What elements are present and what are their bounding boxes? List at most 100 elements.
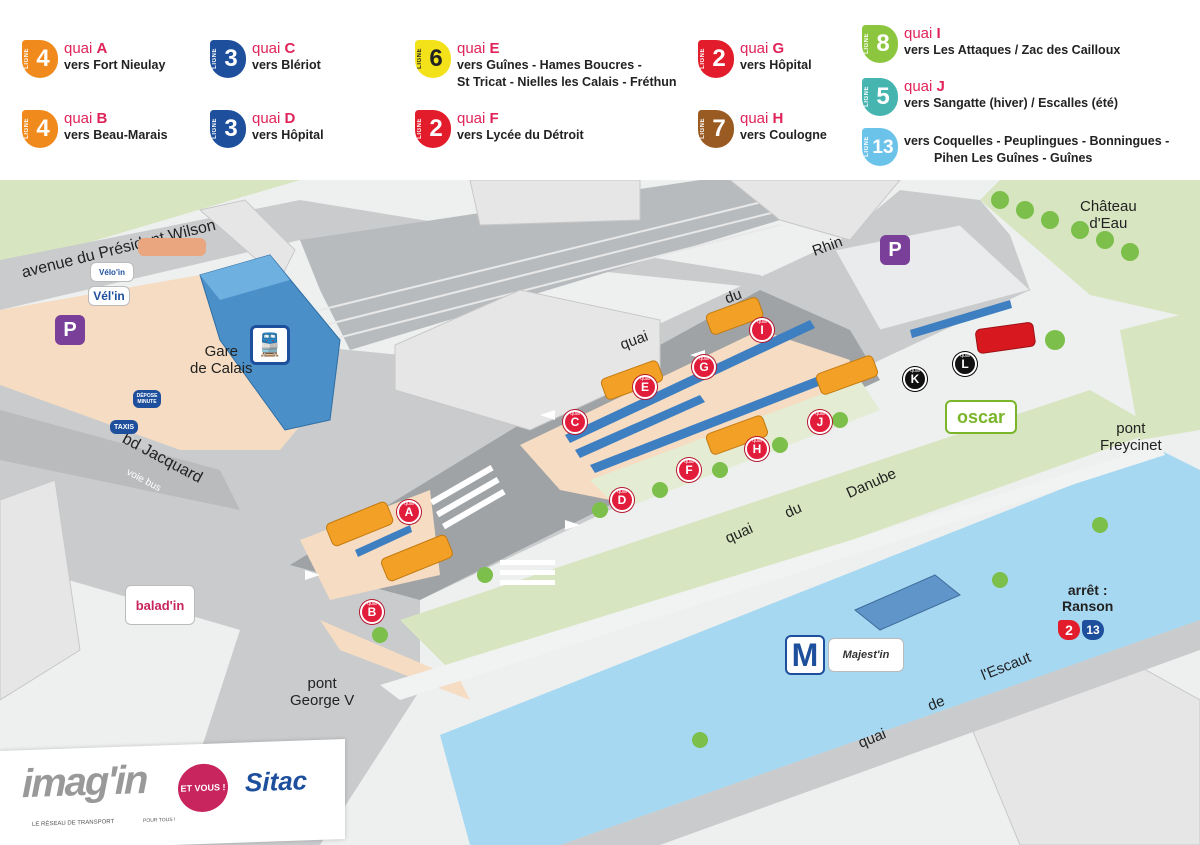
line-badge-prefix: LIGNE <box>864 136 870 157</box>
legend-destination: vers Hôpital <box>740 58 812 72</box>
quai-pin-g-letter: G <box>699 360 709 374</box>
train-station-icon: 🚆 <box>250 325 290 365</box>
line-badge-prefix: LIGNE <box>24 48 30 69</box>
legend-quai-letter: I <box>936 25 941 42</box>
legend-quai-letter: B <box>96 110 108 127</box>
quai-pin-e-label: quai <box>640 376 650 382</box>
parking-sign-right: P <box>880 235 910 265</box>
legend-quai-prefix: quai <box>252 40 285 57</box>
velo-box-logo: Vélo'in <box>90 262 134 282</box>
line-badge-number: 2 <box>712 45 726 72</box>
quai-pin-c-letter: C <box>570 415 580 429</box>
legend-quai-label: quai H <box>740 110 827 127</box>
boat <box>854 574 961 631</box>
legend-destination: vers Lycée du Détroit <box>457 128 584 142</box>
quai-pin-b-label: quai <box>367 601 377 607</box>
sitac-logo: Sitac <box>245 765 308 798</box>
legend-quai-letter: F <box>489 110 499 127</box>
legend-destination: vers Les Attaques / Zac des Cailloux <box>904 43 1121 57</box>
et-vous-badge: ET VOUS ! <box>178 763 228 813</box>
legend-destination: Pihen Les Guînes - Guînes <box>934 151 1093 165</box>
line-badge-number: 7 <box>712 115 726 142</box>
depose-minute-sign: DÉPOSE MINUTE <box>133 390 161 408</box>
line-badge-number: 4 <box>36 115 50 142</box>
legend-destination: vers Fort Nieulay <box>64 58 166 72</box>
place-freycinet-line1: pont <box>1116 420 1146 437</box>
station-roof <box>200 255 290 300</box>
legend-quai-label: quai B <box>64 110 168 127</box>
metro-logo: M <box>785 635 825 675</box>
legend-quai-prefix: quai <box>64 110 97 127</box>
line-badge-prefix: LIGNE <box>864 33 870 54</box>
line-badge-prefix: LIGNE <box>212 118 218 139</box>
quai-pin-i-letter: I <box>760 323 764 337</box>
building <box>0 479 81 701</box>
place-gare-line1: Gare <box>204 343 238 360</box>
quai-pin-d-letter: D <box>617 493 627 507</box>
platform-center <box>520 330 850 500</box>
quai-pin-h-label: quai <box>752 438 762 444</box>
line-badge-prefix: LIGNE <box>24 118 30 139</box>
line-badge: LIGNE 4 <box>22 110 58 148</box>
line-badge-prefix: LIGNE <box>212 48 218 69</box>
rail-tracks <box>319 199 781 341</box>
line-badge-number: 2 <box>429 115 443 142</box>
legend-quai-label: quai D <box>252 110 324 127</box>
place-chateau-line1: Château <box>1080 198 1137 215</box>
green-area <box>1120 310 1200 440</box>
place-gare-de-calais: Gare de Calais <box>190 343 253 377</box>
line-badge-prefix: LIGNE <box>700 48 706 69</box>
green-area <box>980 180 1200 320</box>
legend-quai-prefix: quai <box>904 78 937 95</box>
legend-quai-letter: A <box>96 40 108 57</box>
place-chateau-line2: d'Eau <box>1089 215 1128 232</box>
place-freycinet-line2: Freycinet <box>1100 437 1162 454</box>
quai-pin-k-label: quai <box>910 368 920 374</box>
place-gare-line2: de Calais <box>190 360 253 377</box>
line-badge-number: 13 <box>872 136 894 158</box>
pour-tous-text: POUR TOUS ! <box>143 816 176 825</box>
quai-pin-j-letter: J <box>816 415 824 429</box>
arret-line-2-badge: 2 <box>1058 620 1080 640</box>
line-badge-number: 8 <box>876 30 890 57</box>
legend-quai-prefix: quai <box>64 40 97 57</box>
building <box>469 180 641 226</box>
quai-pin-l-label: quai <box>960 353 970 359</box>
line-badge: LIGNE 8 <box>862 25 898 63</box>
station-sign <box>138 238 206 256</box>
trees <box>372 191 1139 748</box>
road-jacquard <box>0 410 240 510</box>
legend-destination: vers Guînes - Hames Boucres - <box>457 58 642 72</box>
quai-pin-i-label: quai <box>757 319 767 325</box>
line-badge-prefix: LIGNE <box>700 118 706 139</box>
place-chateau-d-eau: Château d'Eau <box>1080 198 1137 232</box>
legend-quai-label: quai C <box>252 40 321 57</box>
legend-destination: vers Beau-Marais <box>64 128 168 142</box>
parking-sign-left: P <box>55 315 85 345</box>
legend-quai-prefix: quai <box>904 25 937 42</box>
quai-pin-a-label: quai <box>404 501 414 507</box>
imagin-subtitle: LE RÉSEAU DE TRANSPORT <box>32 819 115 828</box>
